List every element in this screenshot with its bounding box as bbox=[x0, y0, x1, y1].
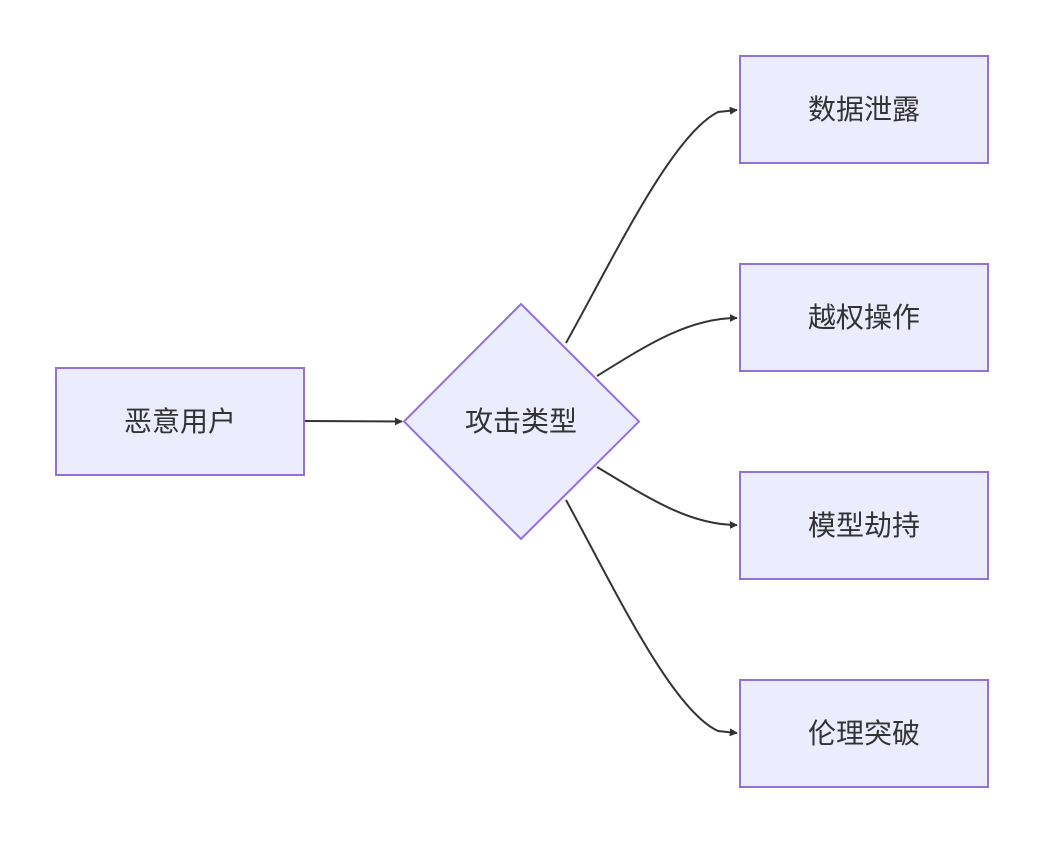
node-target-4[interactable]: 伦理突破 bbox=[739, 679, 989, 788]
node-target-1-label: 数据泄露 bbox=[808, 93, 920, 126]
node-target-4-label: 伦理突破 bbox=[808, 717, 920, 750]
edge-decision-to-target-4 bbox=[565, 499, 738, 737]
node-decision-label: 攻击类型 bbox=[465, 405, 577, 438]
edge-decision-to-target-1 bbox=[565, 106, 738, 344]
node-target-2-label: 越权操作 bbox=[808, 301, 920, 334]
node-source[interactable]: 恶意用户 bbox=[55, 367, 305, 476]
node-target-3-label: 模型劫持 bbox=[808, 509, 920, 542]
edge-source-to-decision bbox=[304, 417, 403, 426]
node-target-1[interactable]: 数据泄露 bbox=[739, 55, 989, 164]
node-source-label: 恶意用户 bbox=[124, 405, 236, 438]
edge-decision-to-target-3 bbox=[596, 466, 738, 529]
edge-decision-to-target-2 bbox=[596, 314, 738, 377]
node-target-3[interactable]: 模型劫持 bbox=[739, 471, 989, 580]
node-decision[interactable]: 攻击类型 bbox=[402, 302, 641, 541]
node-target-2[interactable]: 越权操作 bbox=[739, 263, 989, 372]
